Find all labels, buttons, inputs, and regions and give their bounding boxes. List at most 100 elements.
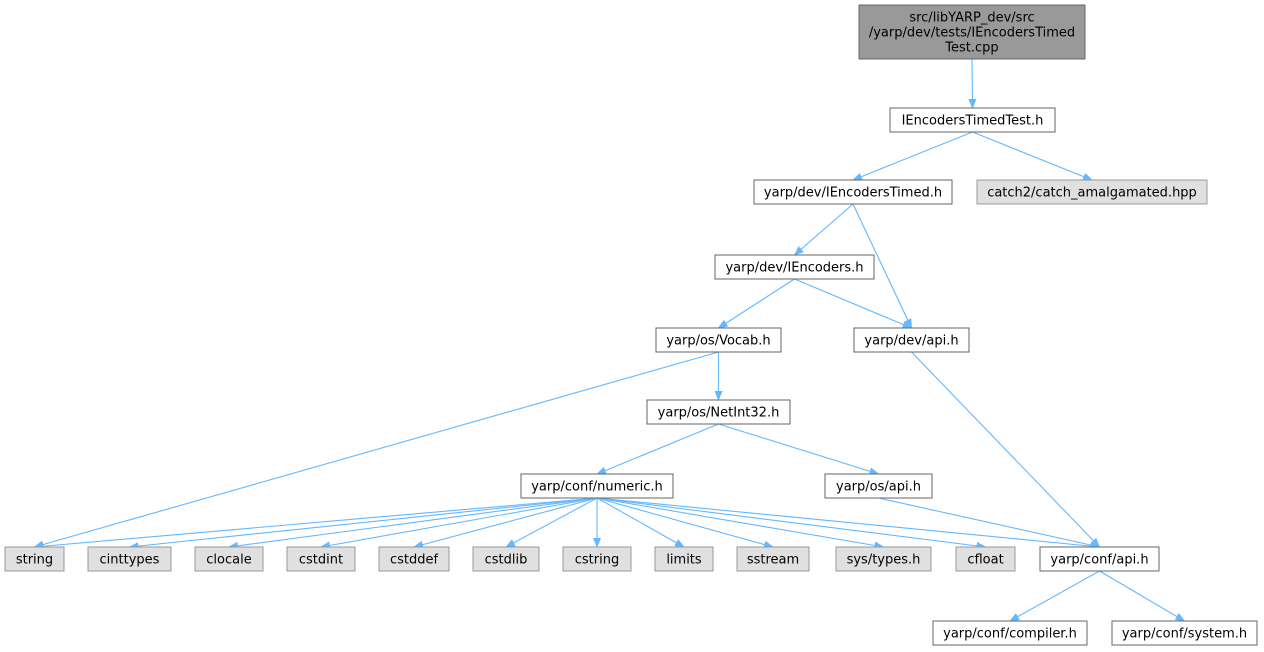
node-cstdlib: cstdlib bbox=[472, 546, 540, 572]
node-devapi[interactable]: yarp/dev/api.h bbox=[853, 327, 970, 353]
edge-numeric-to-cinttypes bbox=[128, 497, 598, 551]
edge-numeric-to-cstdlib bbox=[505, 497, 598, 548]
node-box-iencoderstimedtest bbox=[889, 107, 1056, 133]
node-box-cstdint bbox=[286, 546, 356, 572]
edge-iencoderstimed-to-devapi bbox=[852, 203, 912, 329]
node-label-numeric: yarp/conf/numeric.h bbox=[531, 480, 663, 495]
node-iencoders[interactable]: yarp/dev/IEncoders.h bbox=[714, 254, 875, 280]
node-label-iencoderstimedtest: IEncodersTimedTest.h bbox=[902, 114, 1044, 129]
node-box-cstring bbox=[562, 546, 632, 572]
node-box-cinttypes bbox=[87, 546, 172, 572]
node-box-osapi bbox=[824, 473, 933, 499]
node-label-root-line-1: src/libYARP_dev/src bbox=[909, 11, 1034, 26]
edge-iencoderstimedtest-to-iencoderstimed bbox=[852, 131, 973, 181]
node-box-limits bbox=[654, 546, 714, 572]
node-box-devapi bbox=[853, 327, 970, 353]
node-label-cfloat: cfloat bbox=[967, 553, 1003, 568]
edge-iencoders-to-vocab bbox=[717, 278, 795, 329]
node-vocab[interactable]: yarp/os/Vocab.h bbox=[655, 327, 782, 353]
edge-numeric-to-cstdint bbox=[320, 497, 598, 550]
node-systypes: sys/types.h bbox=[835, 546, 932, 572]
nodes-layer: src/libYARP_dev/src/yarp/dev/tests/IEnco… bbox=[4, 4, 1258, 646]
node-cstring: cstring bbox=[562, 546, 632, 572]
node-label-system: yarp/conf/system.h bbox=[1122, 627, 1247, 642]
node-label-catch2: catch2/catch_amalgamated.hpp bbox=[987, 186, 1197, 201]
edge-root-to-iencoderstimedtest bbox=[968, 58, 977, 109]
edge-numeric-to-sstream bbox=[596, 497, 774, 549]
node-sstream: sstream bbox=[736, 546, 810, 572]
node-box-vocab bbox=[655, 327, 782, 353]
node-box-cstddef bbox=[378, 546, 450, 572]
node-cfloat: cfloat bbox=[955, 546, 1016, 572]
node-box-string bbox=[4, 546, 65, 572]
node-compiler[interactable]: yarp/conf/compiler.h bbox=[932, 620, 1088, 646]
node-numeric[interactable]: yarp/conf/numeric.h bbox=[520, 473, 674, 499]
edge-osapi-to-confapi bbox=[878, 497, 1101, 549]
node-iencoderstimed[interactable]: yarp/dev/IEncodersTimed.h bbox=[753, 179, 953, 205]
node-label-root-line-2: /yarp/dev/tests/IEncodersTimed bbox=[869, 26, 1075, 41]
node-label-confapi: yarp/conf/api.h bbox=[1050, 553, 1148, 568]
edge-confapi-to-system bbox=[1099, 570, 1186, 622]
node-box-sstream bbox=[736, 546, 810, 572]
edge-numeric-to-clocale bbox=[228, 497, 598, 550]
edge-devapi-to-confapi bbox=[911, 351, 1101, 548]
node-string: string bbox=[4, 546, 65, 572]
node-catch2: catch2/catch_amalgamated.hpp bbox=[976, 179, 1208, 205]
node-box-numeric bbox=[520, 473, 674, 499]
node-box-compiler bbox=[932, 620, 1088, 646]
node-label-vocab: yarp/os/Vocab.h bbox=[666, 334, 770, 349]
edge-numeric-to-limits bbox=[596, 497, 685, 548]
node-label-compiler: yarp/conf/compiler.h bbox=[943, 627, 1077, 642]
edge-iencoderstimedtest-to-catch2 bbox=[972, 131, 1093, 181]
node-system[interactable]: yarp/conf/system.h bbox=[1111, 620, 1258, 646]
edge-iencoderstimed-to-iencoders bbox=[793, 203, 854, 256]
edge-numeric-to-systypes bbox=[596, 497, 885, 550]
node-box-systypes bbox=[835, 546, 932, 572]
node-netint32[interactable]: yarp/os/NetInt32.h bbox=[646, 399, 791, 425]
node-label-osapi: yarp/os/api.h bbox=[836, 480, 921, 495]
node-box-cfloat bbox=[955, 546, 1016, 572]
node-cstdint: cstdint bbox=[286, 546, 356, 572]
node-cinttypes: cinttypes bbox=[87, 546, 172, 572]
node-label-iencoders: yarp/dev/IEncoders.h bbox=[725, 261, 863, 276]
node-confapi[interactable]: yarp/conf/api.h bbox=[1039, 546, 1160, 572]
node-label-limits: limits bbox=[666, 553, 702, 568]
node-osapi[interactable]: yarp/os/api.h bbox=[824, 473, 933, 499]
edge-numeric-to-cfloat bbox=[596, 497, 987, 550]
node-label-clocale: clocale bbox=[206, 553, 251, 568]
node-limits: limits bbox=[654, 546, 714, 572]
node-box-catch2 bbox=[976, 179, 1208, 205]
node-label-netint32: yarp/os/NetInt32.h bbox=[658, 406, 780, 421]
node-box-system bbox=[1111, 620, 1258, 646]
edge-numeric-to-cstddef bbox=[413, 497, 598, 549]
edge-numeric-to-string bbox=[33, 497, 598, 551]
edge-netint32-to-osapi bbox=[718, 423, 880, 476]
node-box-cstdlib bbox=[472, 546, 540, 572]
edge-numeric-to-confapi bbox=[596, 497, 1101, 551]
edge-iencoders-to-devapi bbox=[794, 278, 913, 329]
node-label-cstdlib: cstdlib bbox=[485, 553, 528, 568]
node-label-cstdint: cstdint bbox=[299, 553, 343, 568]
node-iencoderstimedtest[interactable]: IEncodersTimedTest.h bbox=[889, 107, 1056, 133]
node-label-cstring: cstring bbox=[575, 553, 619, 568]
node-clocale: clocale bbox=[194, 546, 264, 572]
edge-netint32-to-numeric bbox=[596, 423, 719, 475]
node-label-cinttypes: cinttypes bbox=[100, 553, 160, 568]
node-box-netint32 bbox=[646, 399, 791, 425]
edge-confapi-to-compiler bbox=[1009, 570, 1100, 622]
node-box-clocale bbox=[194, 546, 264, 572]
node-label-systypes: sys/types.h bbox=[847, 553, 921, 568]
node-label-devapi: yarp/dev/api.h bbox=[864, 334, 958, 349]
node-box-root bbox=[858, 4, 1086, 60]
node-root[interactable]: src/libYARP_dev/src/yarp/dev/tests/IEnco… bbox=[858, 4, 1086, 60]
edge-vocab-to-string bbox=[33, 351, 719, 549]
edges-layer bbox=[33, 58, 1186, 622]
node-label-root-line-3: Test.cpp bbox=[944, 41, 998, 56]
node-label-sstream: sstream bbox=[747, 553, 799, 568]
node-cstddef: cstddef bbox=[378, 546, 450, 572]
node-label-string: string bbox=[16, 553, 53, 568]
node-label-cstddef: cstddef bbox=[390, 553, 439, 568]
node-label-iencoderstimed: yarp/dev/IEncodersTimed.h bbox=[764, 186, 942, 201]
node-box-iencoders bbox=[714, 254, 875, 280]
